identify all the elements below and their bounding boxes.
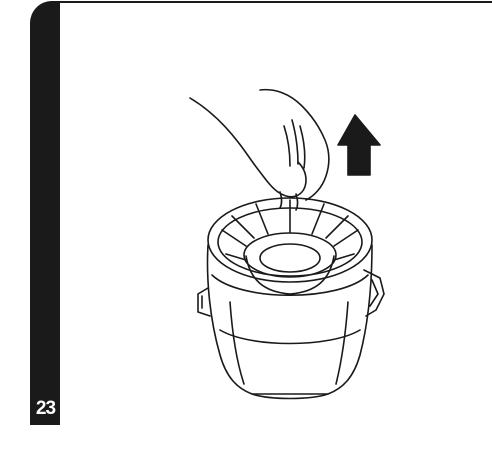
hand-icon xyxy=(189,88,330,211)
page-number: 23 xyxy=(35,398,56,419)
up-arrow-icon xyxy=(337,114,381,176)
filter-cup-icon xyxy=(207,197,373,295)
container-body-icon xyxy=(197,244,385,400)
top-rule xyxy=(50,1,492,3)
side-bar xyxy=(30,1,60,425)
filter-removal-illustration xyxy=(180,80,400,405)
